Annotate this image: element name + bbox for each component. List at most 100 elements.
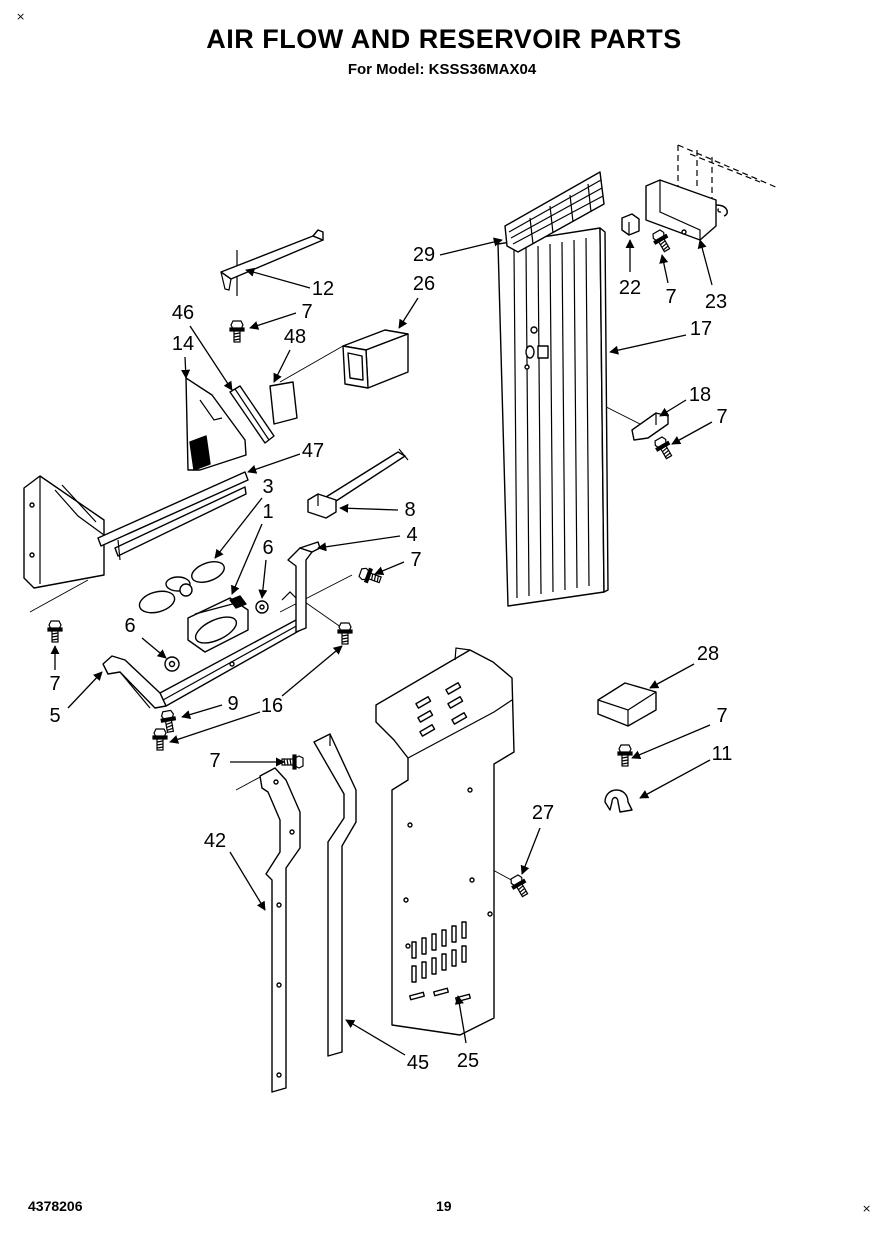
callout-1: 1 xyxy=(262,501,273,523)
callout-14: 14 xyxy=(172,333,194,355)
part-47-seal-strip xyxy=(97,471,249,561)
leader-arrow-45 xyxy=(345,1019,406,1056)
leader-arrow-7 xyxy=(659,254,669,284)
screw-part-16 xyxy=(337,622,353,645)
callout-47: 47 xyxy=(302,440,324,462)
leader-arrow-6 xyxy=(141,637,167,659)
callout-7: 7 xyxy=(209,750,220,772)
part-4-motor-bracket xyxy=(281,541,321,633)
part-3-fan-blade xyxy=(138,561,225,614)
leader-arrow-9 xyxy=(181,704,223,720)
screw-part-7 xyxy=(47,620,63,643)
part-28-reservoir-block xyxy=(597,682,657,727)
leader-arrow-4 xyxy=(317,535,401,552)
callout-29: 29 xyxy=(413,244,435,266)
callout-18: 18 xyxy=(689,384,711,406)
callout-8: 8 xyxy=(404,499,415,521)
part-48-insulation-pad xyxy=(269,381,298,425)
part-5-side-bracket xyxy=(102,655,167,709)
leader-arrow-14 xyxy=(181,356,191,379)
callout-4: 4 xyxy=(406,524,417,546)
callout-25: 25 xyxy=(457,1050,479,1072)
callout-5: 5 xyxy=(49,705,60,727)
part-42-side-rail xyxy=(259,767,301,1093)
leader-arrow-7 xyxy=(631,724,711,759)
callout-28: 28 xyxy=(697,643,719,665)
callout-23: 23 xyxy=(705,291,727,313)
callout-17: 17 xyxy=(690,318,712,340)
screw-part-7 xyxy=(617,744,633,767)
leader-arrow-8 xyxy=(339,503,399,513)
leader-arrows xyxy=(50,237,713,1056)
callout-48: 48 xyxy=(284,326,306,348)
callout-46: 46 xyxy=(172,302,194,324)
leader-arrow-17 xyxy=(609,334,687,355)
part-12-bracket xyxy=(220,229,324,296)
screw-part-7 xyxy=(649,227,674,255)
leader-arrow-26 xyxy=(398,297,419,329)
callout-27: 27 xyxy=(532,802,554,824)
document-number: 4378206 xyxy=(28,1198,83,1214)
leader-arrow-29 xyxy=(439,237,503,256)
screw-part-7 xyxy=(229,320,245,343)
part-6-grommet xyxy=(164,600,269,672)
callout-11: 11 xyxy=(712,743,733,765)
corner-mark-bottom-right: × xyxy=(862,1202,872,1215)
corner-mark-top-left: × xyxy=(16,10,26,23)
leader-arrow-5 xyxy=(67,671,103,709)
leader-arrow-11 xyxy=(639,759,711,799)
part-18-clip-bracket xyxy=(631,412,669,441)
part-45-gasket-strip xyxy=(313,733,357,1057)
leader-arrow-16 xyxy=(281,645,343,697)
screw-part-7 xyxy=(651,434,676,462)
leader-arrow-25 xyxy=(454,995,467,1044)
leader-arrow-1 xyxy=(231,523,263,595)
part-14-air-baffle xyxy=(185,377,247,471)
leader-arrow-18 xyxy=(659,399,687,417)
part-25-reservoir-cover xyxy=(375,647,515,1036)
callout-16: 16 xyxy=(261,695,283,717)
leader-arrow-6 xyxy=(258,559,268,599)
part-17-rear-panel xyxy=(497,227,609,607)
leader-arrow-27 xyxy=(520,827,541,875)
callout-9: 9 xyxy=(227,693,238,715)
leader-arrow-7 xyxy=(249,312,297,330)
leader-arrow-23 xyxy=(697,239,713,286)
evaporator-cover-housing xyxy=(23,475,105,589)
screw-part-27 xyxy=(507,872,532,900)
callout-6: 6 xyxy=(262,537,273,559)
callout-26: 26 xyxy=(413,273,435,295)
part-23-mounting-bracket xyxy=(645,144,779,241)
part-29-grille xyxy=(504,171,605,253)
leader-arrow-7 xyxy=(374,561,405,576)
leader-arrow-16 xyxy=(169,711,261,744)
leader-arrow-3 xyxy=(214,497,263,559)
screw-part-16 xyxy=(152,728,168,751)
callout-45: 45 xyxy=(407,1052,429,1074)
part-8-wire-harness xyxy=(307,448,409,519)
part-26-air-duct xyxy=(342,329,409,389)
callout-22: 22 xyxy=(619,277,641,299)
model-subtitle: For Model: KSSS36MAX04 xyxy=(347,61,537,78)
callout-6: 6 xyxy=(124,615,135,637)
leader-arrow-47 xyxy=(247,453,301,474)
leader-arrow-7 xyxy=(671,421,713,445)
part-22-damper-block xyxy=(621,213,640,236)
callout-3: 3 xyxy=(262,476,273,498)
screw-part-7 xyxy=(357,565,384,587)
callout-7: 7 xyxy=(716,705,727,727)
callout-7: 7 xyxy=(665,286,676,308)
callout-12: 12 xyxy=(312,278,334,300)
page-title: AIR FLOW AND RESERVOIR PARTS xyxy=(206,24,682,54)
part-11-clamp xyxy=(604,789,633,813)
callout-7: 7 xyxy=(49,673,60,695)
leader-arrow-42 xyxy=(229,851,266,911)
page-number: 19 xyxy=(436,1198,452,1214)
callout-7: 7 xyxy=(410,549,421,571)
callout-7: 7 xyxy=(716,406,727,428)
screw-part-7 xyxy=(281,754,304,770)
part-46-foam-strip xyxy=(229,385,275,444)
callout-42: 42 xyxy=(204,830,226,852)
callout-7: 7 xyxy=(301,301,312,323)
